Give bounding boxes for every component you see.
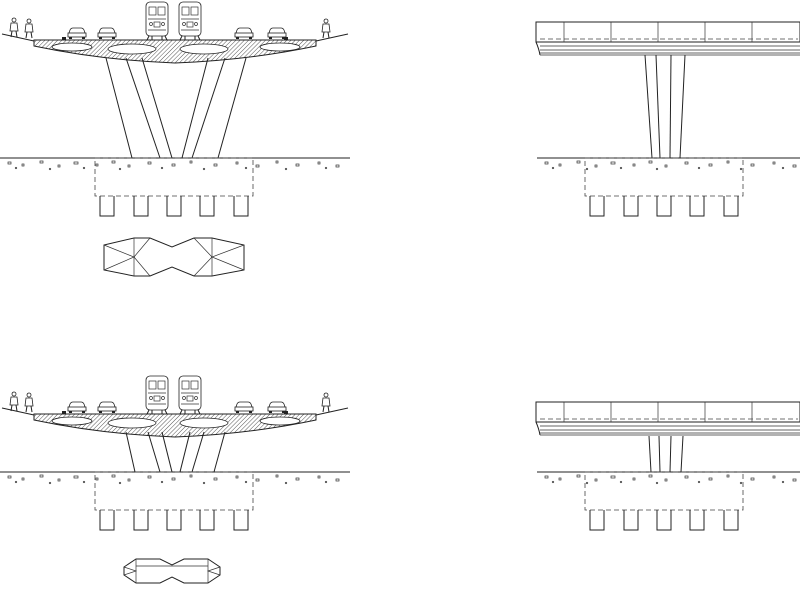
pier-plan-a [103, 237, 245, 277]
v-pier [125, 431, 226, 473]
bridge-cross-section-a [0, 2, 351, 217]
pier-plan-b [123, 558, 221, 584]
pier [644, 54, 686, 159]
bridge-side-view-b [535, 401, 800, 531]
bridge-cross-section-b [0, 376, 351, 531]
v-pier [105, 57, 247, 159]
bridge-side-view-a [535, 21, 800, 217]
pier [648, 435, 684, 473]
